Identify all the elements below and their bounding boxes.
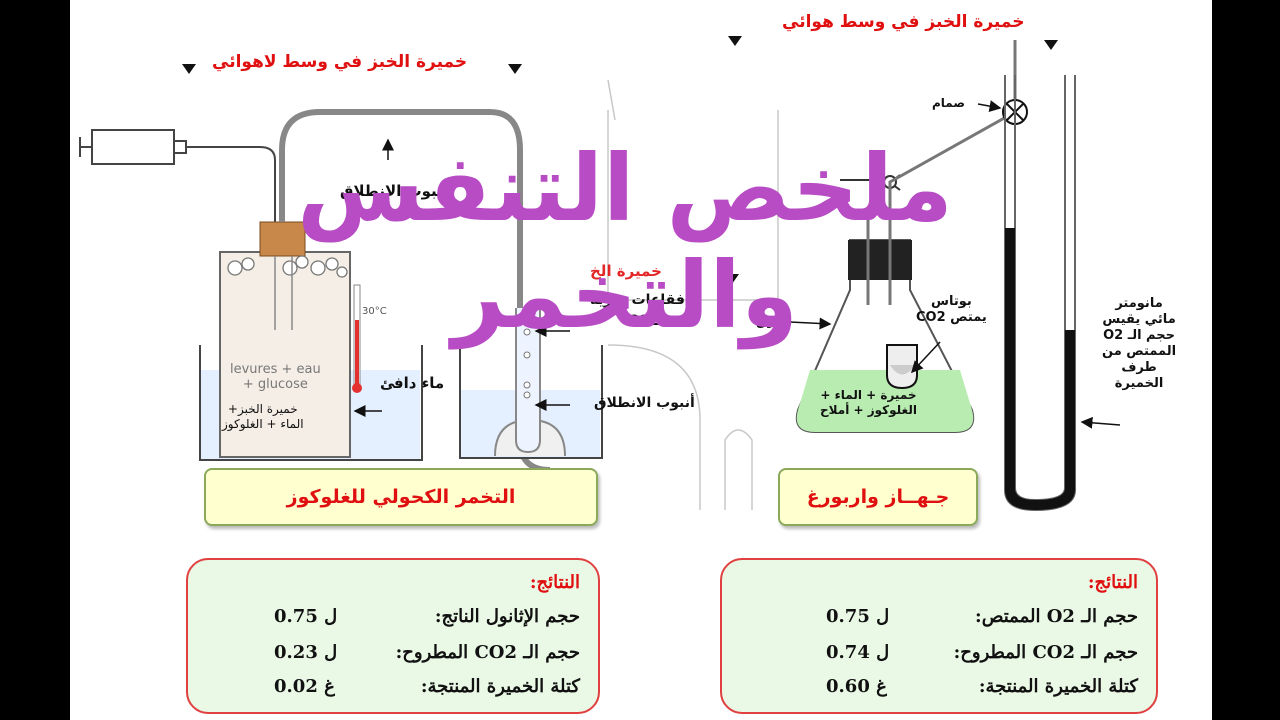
thermometer-label: 30°C [362, 306, 387, 317]
warm-water-label: ماء دافئ [380, 374, 445, 392]
results-left-row: حجم الإثانول الناتج: 0.75 ل [202, 606, 580, 636]
results-right: النتائج: حجم الـ O2 الممتص: 0.75 ل حجم ا… [720, 558, 1158, 714]
faded-apparatus [607, 79, 779, 510]
beaker-label: levures + eau + glucose [230, 362, 321, 392]
results-left: النتائج: حجم الإثانول الناتج: 0.75 ل حجم… [186, 558, 600, 714]
aerobic-title: خميرة الخبز في وسط هوائي [782, 12, 1025, 32]
result-key: حجم الإثانول الناتج: [434, 606, 580, 627]
flask-content-label: خميرة + الماء + الغلوكوز + أملاح [820, 388, 917, 417]
result-value: 0.02 غ [274, 676, 335, 697]
result-key: حجم الـ CO2 المطروح: [953, 642, 1138, 663]
fermentation-caption: التخمر الكحولي للغلوكوز [204, 468, 598, 526]
result-key: حجم الـ O2 الممتص: [975, 606, 1138, 627]
apparatus-drawing [79, 36, 1121, 512]
valve-label: صمام [932, 96, 965, 110]
results-left-row: حجم الـ CO2 المطروح: 0.23 ل [202, 642, 580, 672]
flask-label: دورق [756, 314, 790, 329]
result-value: 0.60 غ [826, 676, 887, 697]
overlay-title: ملخص التنفس والتخمر [297, 135, 953, 349]
syringe [79, 129, 276, 230]
results-left-row: كتلة الخميرة المنتجة: 0.02 غ [202, 676, 580, 706]
bubbles-label: فقاعات غازية [590, 292, 685, 308]
thermometer [352, 284, 362, 393]
result-key: كتلة الخميرة المنتجة: [420, 676, 580, 697]
manometer [1004, 75, 1076, 512]
potash-label: بوتاس يمتص CO2 [916, 294, 987, 325]
results-right-row: حجم الـ O2 الممتص: 0.75 ل [736, 606, 1138, 636]
anaerobic-title: خميرة الخبز في وسط لاهوائي [212, 52, 468, 72]
results-right-title: النتائج: [1087, 572, 1138, 593]
down-arrows [182, 36, 1058, 284]
result-value: 0.23 ل [274, 642, 338, 663]
manometer-label: مانومتر مائي يقيس حجم الـ O2 الممتص من ط… [1102, 296, 1177, 391]
warburg-flask [795, 220, 975, 433]
tube-label: أنبوب الانطلاق [340, 182, 448, 200]
mix-label: خميرة الخبز+ الماء + الغلوكوز [222, 402, 304, 431]
faded-yeast-label: خميرة الخ [590, 262, 662, 280]
collection-tube [515, 308, 570, 454]
fermentation-bottle [219, 221, 351, 458]
results-left-title: النتائج: [529, 572, 580, 593]
result-value: 0.75 ل [826, 606, 890, 627]
results-right-row: كتلة الخميرة المنتجة: 0.60 غ [736, 676, 1138, 706]
results-right-row: حجم الـ CO2 المطروح: 0.74 ل [736, 642, 1138, 672]
diagram-canvas: خميرة الخبز في وسط لاهوائي خميرة الخبز ف… [70, 0, 1212, 720]
tube2-label: أنبوب الانطلاق [594, 395, 695, 411]
delivery-tube [279, 109, 551, 473]
result-value: 0.75 ل [274, 606, 338, 627]
bubbles-formula: CO2 [628, 313, 660, 329]
result-key: كتلة الخميرة المنتجة: [978, 676, 1138, 697]
result-value: 0.74 ل [826, 642, 890, 663]
warburg-caption: جـهــاز واربورغ [778, 468, 978, 526]
result-key: حجم الـ CO2 المطروح: [395, 642, 580, 663]
